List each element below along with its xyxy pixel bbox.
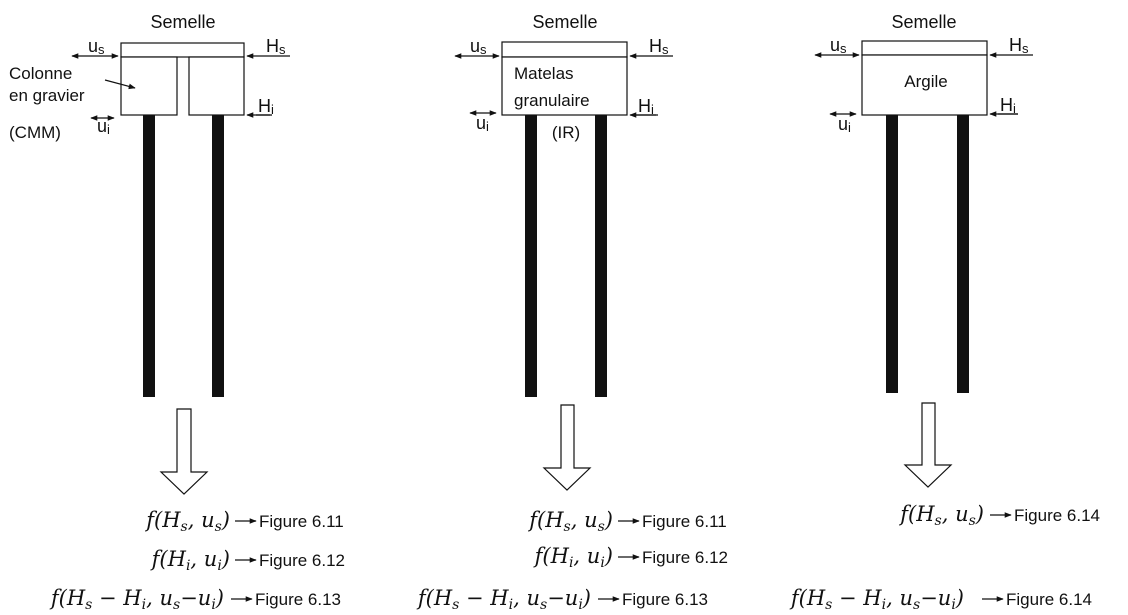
granular-mattress — [501, 56, 628, 116]
function-row-2: f(Hi, ui) Figure 6.12 — [533, 544, 728, 571]
figure-ref: Figure 6.13 — [255, 590, 341, 609]
layer-label-line-2: granulaire — [514, 91, 590, 110]
panel-3: Semelle us Hs Hi ui Argile f(Hs, us) Fig… — [789, 12, 1100, 613]
hs-label: Hs — [266, 36, 286, 57]
layer-label-line-1: Colonne — [9, 64, 72, 83]
footing-slab — [501, 41, 628, 58]
down-arrow — [542, 404, 592, 491]
down-arrow — [903, 402, 953, 488]
function-row-1: f(Hs, us) Figure 6.11 — [527, 508, 726, 535]
figure-ref: Figure 6.11 — [259, 512, 344, 531]
pile-right — [595, 115, 607, 397]
down-arrow — [159, 408, 209, 495]
hs-label: Hs — [649, 36, 669, 57]
function-expr: f(Hs − Hi, us−ui) — [416, 586, 591, 613]
pile-right — [957, 115, 969, 393]
pile-left — [525, 115, 537, 397]
us-label: us — [830, 35, 847, 56]
function-row-1: f(Hs, us) Figure 6.14 — [898, 502, 1100, 529]
pile-left — [886, 115, 898, 393]
hi-label: Hi — [638, 96, 654, 117]
ui-label: ui — [476, 113, 489, 134]
footing-label: Semelle — [532, 12, 597, 32]
figure-ref: Figure 6.12 — [642, 548, 728, 567]
function-row-3: f(Hs − Hi, us−ui) Figure 6.13 — [49, 586, 341, 613]
figure-ref: Figure 6.14 — [1006, 590, 1092, 609]
layer-label-line-2: en gravier — [9, 86, 85, 105]
hi-label: Hi — [1000, 95, 1016, 116]
function-row-2: f(Hi, ui) Figure 6.12 — [150, 547, 345, 574]
layer-pointer-arrow — [104, 79, 136, 90]
footing-label: Semelle — [891, 12, 956, 32]
layer-label-line-3: (CMM) — [9, 123, 61, 142]
function-row-1: f(Hs, us) Figure 6.11 — [144, 508, 343, 535]
figure-ref: Figure 6.14 — [1014, 506, 1100, 525]
clay-layer — [861, 54, 988, 116]
function-expr: f(Hi, ui) — [533, 544, 613, 571]
function-row-3: f(Hs − Hi, us−ui) Figure 6.13 — [416, 586, 708, 613]
footing-label: Semelle — [150, 12, 215, 32]
layer-label-line-1: Matelas — [514, 64, 574, 83]
ui-label: ui — [97, 116, 110, 137]
footing-slab — [120, 42, 245, 58]
us-label: us — [470, 36, 487, 57]
function-expr: f(Hi, ui) — [150, 547, 230, 574]
gravel-column-right — [188, 56, 245, 116]
function-expr: f(Hs, us) — [144, 508, 230, 535]
function-expr: f(Hs, us) — [527, 508, 613, 535]
pile-right — [212, 115, 224, 397]
pile-left — [143, 115, 155, 397]
figure-ref: Figure 6.11 — [642, 512, 727, 531]
hi-label: Hi — [258, 96, 274, 117]
function-expr: f(Hs − Hi, us−ui) — [789, 586, 964, 613]
figure-ref: Figure 6.12 — [259, 551, 345, 570]
function-row-2: f(Hs − Hi, us−ui) Figure 6.14 — [789, 586, 1092, 613]
panel-1: Semelle us Hs Hi ui Colonne en gravier (… — [9, 12, 345, 613]
us-label: us — [88, 36, 105, 57]
figure-ref: Figure 6.13 — [622, 590, 708, 609]
function-expr: f(Hs − Hi, us−ui) — [49, 586, 224, 613]
panel-2: Semelle us Hs Hi ui Matelas granulaire (… — [416, 12, 728, 613]
ui-label: ui — [838, 114, 851, 135]
layer-label-line-1: Argile — [904, 72, 947, 91]
footing-slab — [861, 40, 988, 56]
function-expr: f(Hs, us) — [898, 502, 984, 529]
layer-label-line-3: (IR) — [552, 123, 580, 142]
hs-label: Hs — [1009, 35, 1029, 56]
